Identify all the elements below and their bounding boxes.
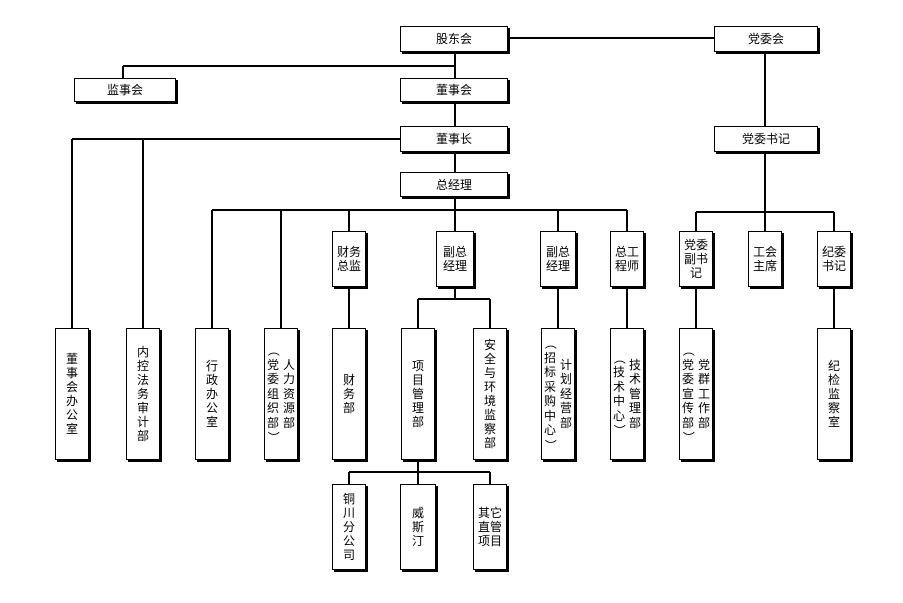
tech-dept-box: 技术管理部（技术中心） — [610, 328, 644, 460]
tech-dept-alias-label: （技术中心） — [612, 351, 627, 437]
party-committee-label: 党委会 — [747, 32, 784, 46]
safety-dept-label: 安全与环境监察部 — [483, 338, 496, 450]
admin-office-box: 行政办公室 — [195, 328, 229, 460]
deputy-gm-1-label: 副总 经理 — [442, 245, 467, 273]
union-chair-label: 工会 主席 — [752, 245, 777, 273]
board-label: 董事会 — [435, 83, 472, 97]
hr-dept-alias-label: （党委组织部） — [266, 344, 281, 444]
chairman-box: 董事长 — [400, 126, 508, 152]
finance-dept-box: 财务部 — [332, 328, 366, 460]
hr-dept-box: 人力资源部（党委组织部） — [264, 328, 298, 460]
internal-control-label: 内控法务审计部 — [136, 345, 149, 443]
deputy-gm-2-label: 副总 经理 — [545, 245, 570, 273]
deputy-gm-2-box: 副总 经理 — [540, 231, 576, 287]
cfo-label: 财务 总监 — [336, 245, 361, 273]
inspection-office-label: 纪检监察室 — [827, 359, 840, 429]
chairman-label: 董事长 — [435, 132, 472, 146]
shareholders-meeting-box: 股东会 — [400, 26, 508, 52]
supervisors-box: 监事会 — [74, 78, 176, 102]
supervisors-label: 监事会 — [106, 83, 143, 97]
board-office-label: 董事会办公室 — [65, 352, 78, 436]
weixinting-label: 威斯汀 — [411, 506, 424, 548]
admin-office-label: 行政办公室 — [205, 359, 218, 429]
discipline-secretary-box: 纪委 书记 — [817, 231, 851, 287]
cfo-box: 财务 总监 — [332, 231, 366, 287]
project-dept-label: 项目管理部 — [411, 359, 424, 429]
shareholders-meeting-label: 股东会 — [435, 32, 472, 46]
party-work-dept-alias-label: （党委宣传部） — [681, 344, 696, 444]
discipline-secretary-label: 纪委 书记 — [821, 245, 846, 273]
weixinting-box: 威斯汀 — [400, 484, 436, 570]
party-secretary-box: 党委书记 — [714, 126, 818, 152]
other-projects-label: 其它直管项目 — [477, 506, 502, 548]
union-chair-box: 工会 主席 — [748, 231, 782, 287]
deputy-secretary-label: 党委 副书 记 — [683, 238, 708, 280]
party-secretary-label: 党委书记 — [741, 132, 790, 146]
project-dept-box: 项目管理部 — [401, 328, 435, 460]
deputy-gm-1-box: 副总 经理 — [436, 231, 474, 287]
planning-dept-name-label: 计划经营部 — [559, 357, 572, 430]
party-work-dept-box: 党群工作部（党委宣传部） — [679, 328, 713, 460]
planning-dept-box: 计划经营部（招标采购中心） — [541, 328, 575, 460]
tongchuan-branch-box: 铜川分公司 — [332, 484, 366, 570]
other-projects-box: 其它直管项目 — [473, 484, 507, 570]
general-manager-label: 总经理 — [435, 177, 472, 192]
board-box: 董事会 — [400, 78, 508, 102]
finance-dept-label: 财务部 — [342, 373, 355, 415]
party-committee-box: 党委会 — [714, 26, 818, 52]
tongchuan-branch-label: 铜川分公司 — [342, 492, 355, 562]
safety-dept-box: 安全与环境监察部 — [473, 328, 507, 460]
chief-engineer-label: 总工 程师 — [614, 245, 639, 273]
general-manager-box: 总经理 — [400, 172, 508, 197]
deputy-secretary-box: 党委 副书 记 — [679, 231, 713, 287]
party-work-dept-name-label: 党群工作部 — [697, 357, 710, 430]
inspection-office-box: 纪检监察室 — [817, 328, 851, 460]
tech-dept-name-label: 技术管理部 — [628, 357, 641, 430]
board-office-box: 董事会办公室 — [55, 328, 89, 460]
internal-control-box: 内控法务审计部 — [126, 328, 160, 460]
hr-dept-name-label: 人力资源部 — [282, 357, 295, 430]
planning-dept-alias-label: （招标采购中心） — [543, 337, 558, 451]
chief-engineer-box: 总工 程师 — [610, 231, 644, 287]
